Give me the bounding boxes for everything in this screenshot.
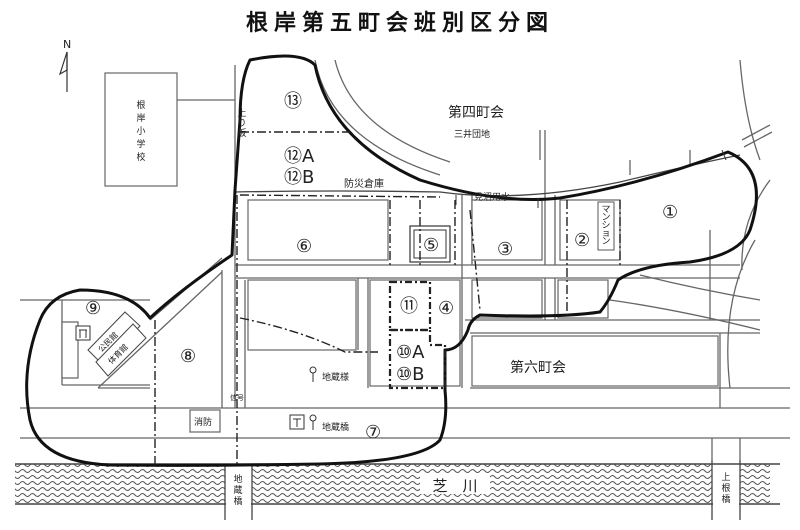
- area-10b-label: ⑩B: [396, 364, 425, 385]
- svg-text:ョ: ョ: [601, 229, 610, 239]
- svg-text:校: 校: [136, 151, 145, 163]
- mitsui-label: 三井団地: [454, 128, 490, 140]
- canal-arrow-icon: [455, 149, 727, 208]
- area-3-label: ③: [497, 239, 513, 260]
- svg-text:蔵: 蔵: [233, 484, 242, 496]
- school-label: 根 岸 小 学 校: [136, 99, 145, 163]
- storage-box-icon: [409, 225, 451, 263]
- bosai-label: 防災倉庫: [344, 177, 384, 190]
- area-8-label: ⑧: [180, 346, 196, 367]
- jizo-marker-icon: [309, 366, 317, 430]
- svg-text:橋: 橋: [233, 495, 242, 507]
- jizobashi-label: 地 蔵 橋: [233, 473, 242, 507]
- svg-text:岸: 岸: [136, 113, 145, 124]
- north-arrow-icon: N: [58, 38, 71, 92]
- agarizaka-label: 上 り 坂: [237, 108, 246, 139]
- jizobashi-bridge: [224, 464, 253, 520]
- shrine-icon: [75, 325, 91, 341]
- shiba-river: [15, 463, 780, 505]
- svg-text:マ: マ: [601, 205, 610, 215]
- rokuchokai-label: 第六町会: [510, 359, 566, 376]
- area-1-label: ①: [662, 202, 678, 223]
- svg-text:橋: 橋: [721, 493, 730, 505]
- area-2-label: ②: [574, 230, 590, 251]
- svg-text:り: り: [237, 118, 246, 129]
- district-boundary: [25, 54, 758, 467]
- kaminegi-bridge: [711, 460, 741, 520]
- area-10a-label: ⑩A: [396, 342, 425, 363]
- north-label: N: [63, 38, 71, 51]
- svg-text:シ: シ: [601, 221, 610, 231]
- svg-text:小: 小: [136, 126, 145, 137]
- svg-text:根: 根: [721, 482, 730, 494]
- map-title: 根岸第五町会班別区分図: [246, 10, 554, 36]
- yon-chokai-label: 第四町会: [448, 104, 504, 121]
- area-12a-label: ⑫A: [284, 146, 315, 167]
- svg-text:学: 学: [136, 138, 145, 150]
- svg-text:ン: ン: [601, 213, 610, 223]
- road-network: [20, 59, 790, 462]
- area-7-label: ⑦: [365, 422, 381, 443]
- community-center: [61, 311, 147, 379]
- shobo-label: 消防: [194, 416, 212, 428]
- jizo-sama-label: 地蔵様: [322, 371, 349, 383]
- shrine-gate-icon: [289, 414, 305, 430]
- area-9-label: ⑨: [85, 298, 101, 319]
- svg-text:地: 地: [233, 473, 242, 485]
- river-label: 芝 川: [432, 477, 477, 495]
- minuma-label: 見沼用水: [474, 191, 510, 203]
- svg-text:根: 根: [136, 99, 145, 111]
- school-building: [104, 72, 235, 187]
- shingo-label: 信号: [230, 393, 244, 402]
- mansion-label: マ ン シ ョ ン: [597, 201, 615, 251]
- area-11-label: ⑪: [400, 296, 418, 317]
- svg-text:上: 上: [237, 108, 246, 119]
- area-12b-label: ⑫B: [284, 167, 314, 188]
- area-4-label: ④: [438, 298, 454, 319]
- jizobashi-area-label: 地蔵橋: [322, 421, 349, 433]
- area-6-label: ⑥: [296, 236, 312, 257]
- area-13-label: ⑬: [284, 91, 302, 112]
- blocks: [189, 199, 719, 433]
- kaminegi-label: 上 根 橋: [721, 472, 730, 505]
- svg-text:上: 上: [721, 472, 730, 483]
- block-divisions: [154, 131, 621, 465]
- svg-text:ン: ン: [601, 237, 610, 247]
- svg-text:坂: 坂: [237, 128, 246, 139]
- area-5-label: ⑤: [423, 235, 439, 256]
